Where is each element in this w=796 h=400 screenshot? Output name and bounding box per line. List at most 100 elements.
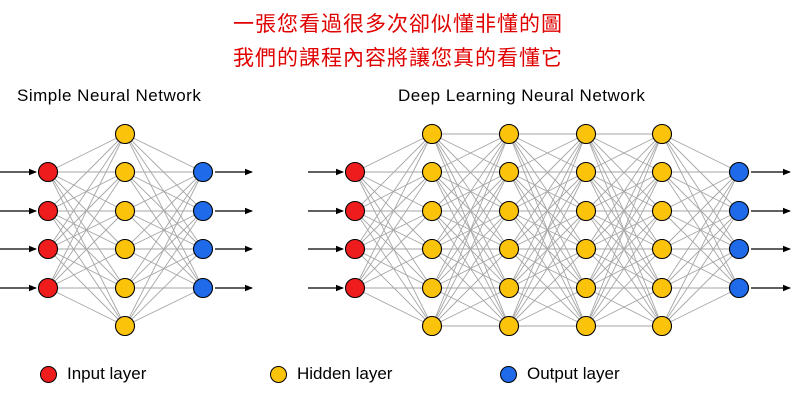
hidden-node (575, 277, 597, 299)
legend-hidden-dot (270, 365, 287, 383)
connection-line (47, 248, 126, 327)
connection-line (508, 248, 587, 327)
banner-line-2: 我們的課程內容將讓您真的看懂它 (233, 46, 563, 70)
deep-network-title: Deep Learning Neural Network (398, 86, 646, 105)
hidden-node (575, 315, 597, 337)
hidden-node (498, 123, 520, 145)
connection-line (431, 171, 510, 327)
hidden-node (421, 238, 443, 260)
connection-line (661, 171, 740, 212)
connection-line (508, 133, 587, 289)
hidden-node (114, 123, 136, 145)
connection-line (585, 287, 663, 327)
connection-line (124, 171, 204, 327)
hidden-node (498, 200, 520, 222)
connection-line (354, 171, 433, 289)
hidden-node (114, 315, 136, 337)
hidden-node (498, 238, 520, 260)
legend-output-dot (500, 365, 517, 383)
hidden-node (498, 161, 520, 183)
hidden-node (651, 200, 673, 222)
connection-line (354, 287, 433, 327)
connection-line (124, 248, 204, 327)
hidden-node (114, 200, 136, 222)
connection-line (661, 171, 740, 250)
legend-output: Output layer (500, 364, 620, 384)
deep-arrows (308, 168, 791, 292)
hidden-node (421, 200, 443, 222)
legend-hidden-label: Hidden layer (297, 364, 393, 383)
connection-line (47, 210, 126, 289)
hidden-node (421, 161, 443, 183)
output-node (728, 238, 750, 260)
deep-nodes (344, 123, 750, 337)
connection-line (354, 210, 433, 289)
legend-input-label: Input layer (67, 364, 147, 383)
simple-network (0, 123, 253, 337)
connection-line (431, 133, 510, 289)
connection-line (124, 171, 204, 250)
connection-line (585, 171, 663, 327)
connection-line (354, 248, 433, 327)
legend-output-label: Output layer (527, 364, 620, 383)
hidden-node (498, 315, 520, 337)
connection-line (431, 248, 510, 327)
hidden-node (421, 277, 443, 299)
hidden-node (651, 161, 673, 183)
connection-line (585, 133, 663, 173)
hidden-node (575, 200, 597, 222)
output-node (192, 161, 214, 183)
output-node (192, 277, 214, 299)
connection-line (508, 133, 587, 250)
connection-line (585, 210, 663, 327)
connection-line (508, 210, 587, 327)
legend-input-dot (40, 365, 57, 383)
connection-line (661, 248, 740, 327)
hidden-node (575, 123, 597, 145)
connection-line (354, 133, 433, 250)
connection-line (508, 287, 587, 327)
input-node (37, 161, 59, 183)
connection-line (124, 210, 204, 327)
connection-line (47, 287, 126, 327)
connection-line (47, 133, 126, 212)
output-node (192, 238, 214, 260)
legend-input: Input layer (40, 364, 146, 384)
input-node (37, 200, 59, 222)
simple-nodes (37, 123, 214, 337)
connection-line (47, 248, 126, 289)
output-node (728, 161, 750, 183)
connection-line (661, 133, 740, 212)
connection-line (124, 133, 204, 173)
connection-line (354, 133, 433, 212)
hidden-node (421, 123, 443, 145)
connection-line (585, 133, 663, 212)
connection-line (661, 171, 740, 327)
connection-line (661, 133, 740, 173)
hidden-node (651, 315, 673, 337)
connection-line (585, 133, 663, 289)
input-node (344, 238, 366, 260)
connection-line (431, 287, 510, 327)
connection-line (661, 210, 740, 327)
banner-line-1: 一張您看過很多次卻似懂非懂的圖 (233, 12, 563, 36)
connection-line (508, 133, 587, 327)
input-node (37, 277, 59, 299)
hidden-node (651, 277, 673, 299)
output-node (728, 277, 750, 299)
input-node (344, 161, 366, 183)
connection-line (47, 133, 126, 250)
connection-line (431, 133, 510, 327)
hidden-node (498, 277, 520, 299)
input-node (344, 277, 366, 299)
input-node (37, 238, 59, 260)
connection-line (508, 133, 587, 212)
connection-line (47, 133, 126, 173)
hidden-node (114, 277, 136, 299)
connection-line (508, 133, 587, 173)
connection-line (47, 171, 126, 289)
connection-line (431, 133, 510, 173)
hidden-node (651, 238, 673, 260)
